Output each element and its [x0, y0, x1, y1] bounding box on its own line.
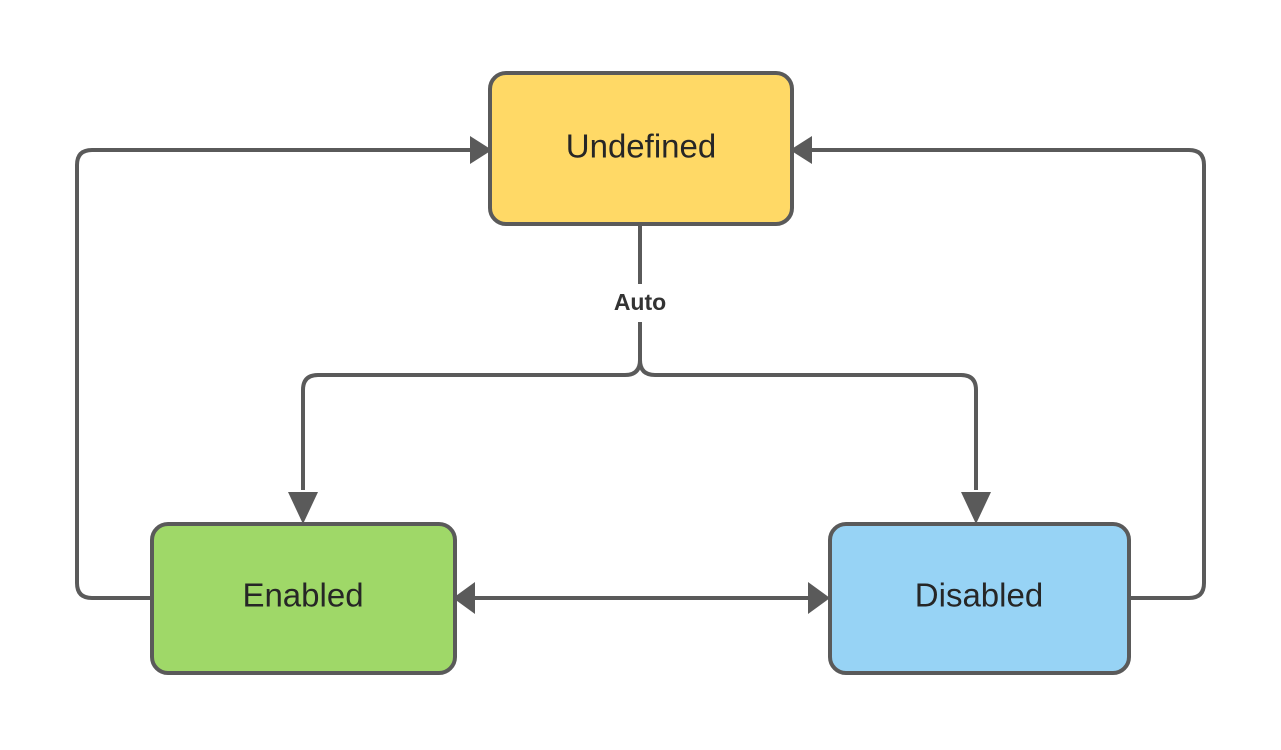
edge-path-disabled-undefined [812, 148, 1206, 600]
node-disabled-label: Disabled [915, 577, 1043, 614]
arrowhead-into-undefined-right [790, 136, 812, 164]
edge-auto-fork[interactable]: Auto [288, 224, 991, 524]
auto-label-backdrop [594, 284, 686, 322]
edge-disabled-to-undefined[interactable] [790, 136, 1206, 600]
arrowhead-into-disabled [961, 492, 991, 524]
edge-path-auto-right-branch [638, 359, 978, 490]
edge-path-enabled-undefined [75, 148, 470, 600]
node-undefined-label: Undefined [566, 128, 716, 165]
arrowhead-into-enabled [288, 492, 318, 524]
arrowhead-into-disabled-left [808, 582, 830, 614]
edge-enabled-disabled-bidirectional[interactable] [453, 582, 830, 614]
node-undefined-shape [488, 71, 794, 226]
node-enabled-shape [150, 522, 457, 675]
node-undefined[interactable]: Undefined [488, 71, 794, 226]
node-enabled[interactable]: Enabled [150, 522, 457, 675]
node-disabled[interactable]: Disabled [828, 522, 1131, 675]
edge-label-auto: Auto [614, 289, 666, 315]
node-disabled-shape [828, 522, 1131, 675]
node-enabled-label: Enabled [242, 577, 363, 614]
arrowhead-into-undefined-left [470, 136, 492, 164]
edge-path-auto-left-branch [301, 224, 642, 490]
edge-enabled-to-undefined[interactable] [75, 136, 492, 600]
arrowhead-into-enabled-right [453, 582, 475, 614]
